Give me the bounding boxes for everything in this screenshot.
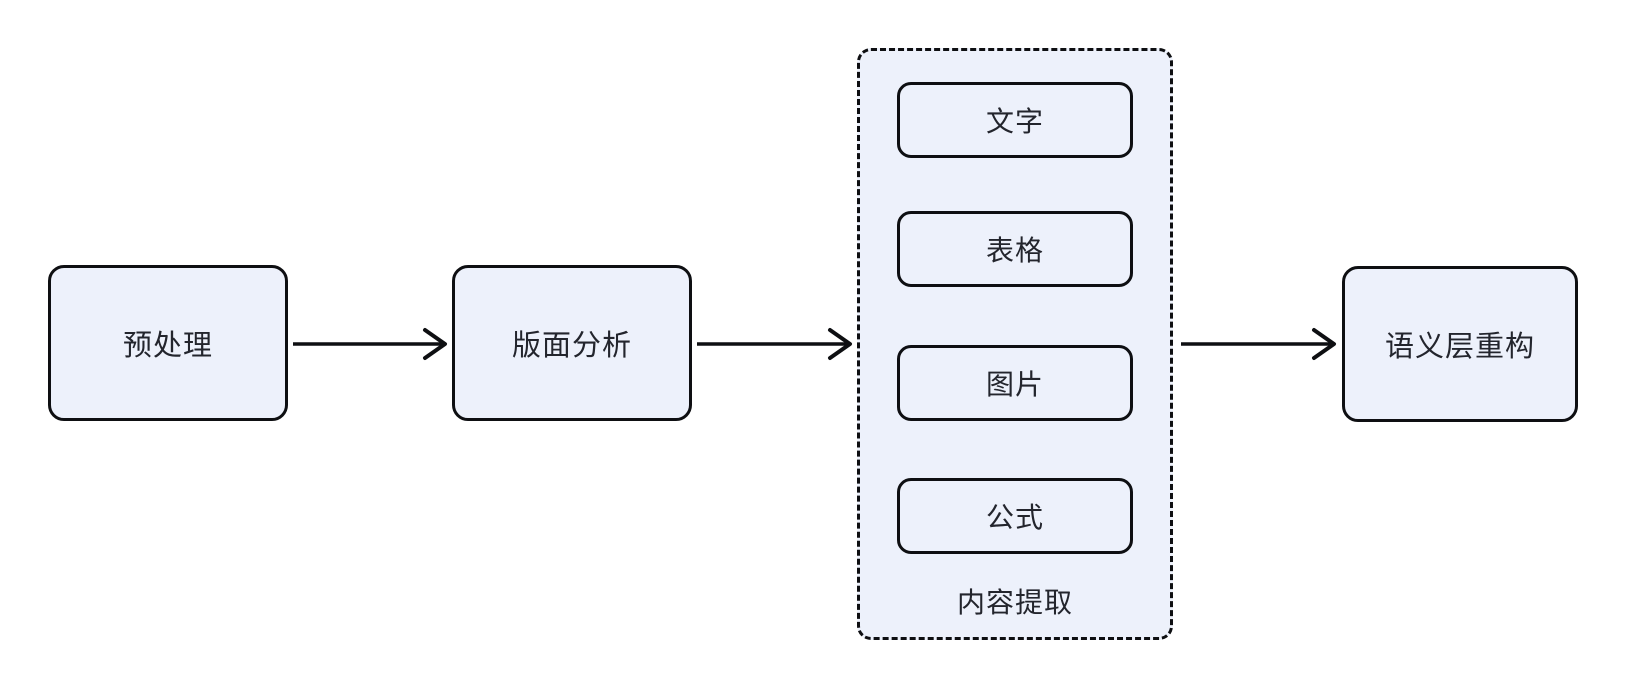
node-label: 公式 <box>985 502 1044 533</box>
group-content-extraction: 文字 表格 图片 公式 内容提取 <box>857 48 1173 640</box>
node-text: 文字 <box>897 82 1133 158</box>
node-table: 表格 <box>897 211 1133 287</box>
node-image: 图片 <box>897 345 1133 421</box>
node-preprocess: 预处理 <box>48 265 288 421</box>
node-label: 预处理 <box>122 330 213 362</box>
node-semantic-reconstruction: 语义层重构 <box>1342 266 1578 422</box>
node-layout-analysis: 版面分析 <box>452 265 692 421</box>
node-label: 文字 <box>985 106 1044 137</box>
group-label: 内容提取 <box>956 587 1073 618</box>
node-label: 图片 <box>985 369 1044 400</box>
node-label: 版面分析 <box>511 330 632 362</box>
node-label: 语义层重构 <box>1384 331 1535 363</box>
node-label: 表格 <box>985 235 1044 266</box>
node-formula: 公式 <box>897 478 1133 554</box>
